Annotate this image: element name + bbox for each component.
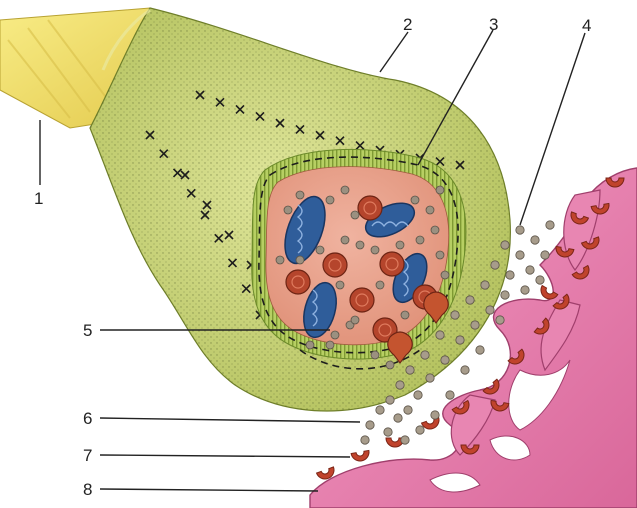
vesicle-icon bbox=[366, 421, 374, 429]
vesicle-icon bbox=[286, 270, 310, 294]
vesicle-icon bbox=[316, 246, 324, 254]
vesicle-icon bbox=[436, 331, 444, 339]
vesicle-icon bbox=[496, 316, 504, 324]
vesicle-icon bbox=[466, 296, 474, 304]
vesicle-icon bbox=[414, 391, 422, 399]
vesicle-icon bbox=[394, 414, 402, 422]
vesicle-icon bbox=[371, 246, 379, 254]
vesicle-icon bbox=[486, 306, 494, 314]
vesicle-icon bbox=[401, 311, 409, 319]
vesicle-icon bbox=[506, 271, 514, 279]
vesicle-icon bbox=[421, 351, 429, 359]
vesicle-icon bbox=[331, 331, 339, 339]
vesicle-icon bbox=[436, 186, 444, 194]
label-5: 5 bbox=[83, 321, 92, 340]
vesicle-icon bbox=[296, 256, 304, 264]
vesicle-icon bbox=[276, 256, 284, 264]
vesicle-icon bbox=[436, 251, 444, 259]
vesicle-icon bbox=[536, 276, 544, 284]
vesicle-icon bbox=[380, 252, 404, 276]
vesicle-icon bbox=[376, 406, 384, 414]
vesicle-icon bbox=[376, 281, 384, 289]
label-6: 6 bbox=[83, 409, 92, 428]
vesicle-icon bbox=[384, 428, 392, 436]
vesicle-icon bbox=[341, 186, 349, 194]
label-2: 2 bbox=[403, 15, 412, 34]
vesicle-icon bbox=[426, 374, 434, 382]
vesicle-icon bbox=[521, 286, 529, 294]
vesicle-icon bbox=[323, 253, 347, 277]
vesicle-icon bbox=[284, 206, 292, 214]
vesicle-icon bbox=[296, 191, 304, 199]
vesicle-icon bbox=[356, 241, 364, 249]
vesicle-icon bbox=[336, 281, 344, 289]
vesicle-icon bbox=[401, 436, 409, 444]
vesicle-icon bbox=[426, 206, 434, 214]
vesicle-icon bbox=[476, 346, 484, 354]
vesicle-icon bbox=[361, 436, 369, 444]
vesicle-icon bbox=[491, 261, 499, 269]
vesicle-icon bbox=[341, 236, 349, 244]
vesicle-icon bbox=[358, 196, 382, 220]
label-7: 7 bbox=[83, 446, 92, 465]
vesicle-icon bbox=[451, 311, 459, 319]
vesicle-icon bbox=[481, 281, 489, 289]
vesicle-icon bbox=[471, 321, 479, 329]
vesicle-icon bbox=[416, 236, 424, 244]
vesicle-icon bbox=[411, 196, 419, 204]
vesicle-icon bbox=[350, 288, 374, 312]
vesicle-icon bbox=[351, 316, 359, 324]
vesicle-icon bbox=[531, 236, 539, 244]
vesicle-icon bbox=[326, 196, 334, 204]
receptor-cup-icon bbox=[351, 450, 370, 462]
label-1: 1 bbox=[34, 189, 43, 208]
vesicle-icon bbox=[326, 341, 334, 349]
vesicle-icon bbox=[306, 341, 314, 349]
vesicle-icon bbox=[386, 361, 394, 369]
vesicle-icon bbox=[461, 366, 469, 374]
vesicle-icon bbox=[526, 266, 534, 274]
label-3: 3 bbox=[489, 15, 498, 34]
vesicle-icon bbox=[516, 251, 524, 259]
vesicle-icon bbox=[406, 366, 414, 374]
vesicle-icon bbox=[371, 351, 379, 359]
label-8: 8 bbox=[83, 480, 92, 499]
vesicle-icon bbox=[351, 211, 359, 219]
vesicle-icon bbox=[404, 406, 412, 414]
vesicle-icon bbox=[516, 226, 524, 234]
vesicle-icon bbox=[446, 391, 454, 399]
vesicle-icon bbox=[546, 221, 554, 229]
vesicle-icon bbox=[416, 426, 424, 434]
vesicle-icon bbox=[441, 356, 449, 364]
vesicle-icon bbox=[396, 381, 404, 389]
vesicle-icon bbox=[441, 271, 449, 279]
vesicle-icon bbox=[501, 291, 509, 299]
vesicle-icon bbox=[456, 336, 464, 344]
label-4: 4 bbox=[582, 16, 591, 35]
vesicle-icon bbox=[501, 241, 509, 249]
vesicle-icon bbox=[386, 396, 394, 404]
vesicle-icon bbox=[541, 251, 549, 259]
vesicle-icon bbox=[431, 226, 439, 234]
vesicle-icon bbox=[396, 241, 404, 249]
vesicle-icon bbox=[431, 411, 439, 419]
